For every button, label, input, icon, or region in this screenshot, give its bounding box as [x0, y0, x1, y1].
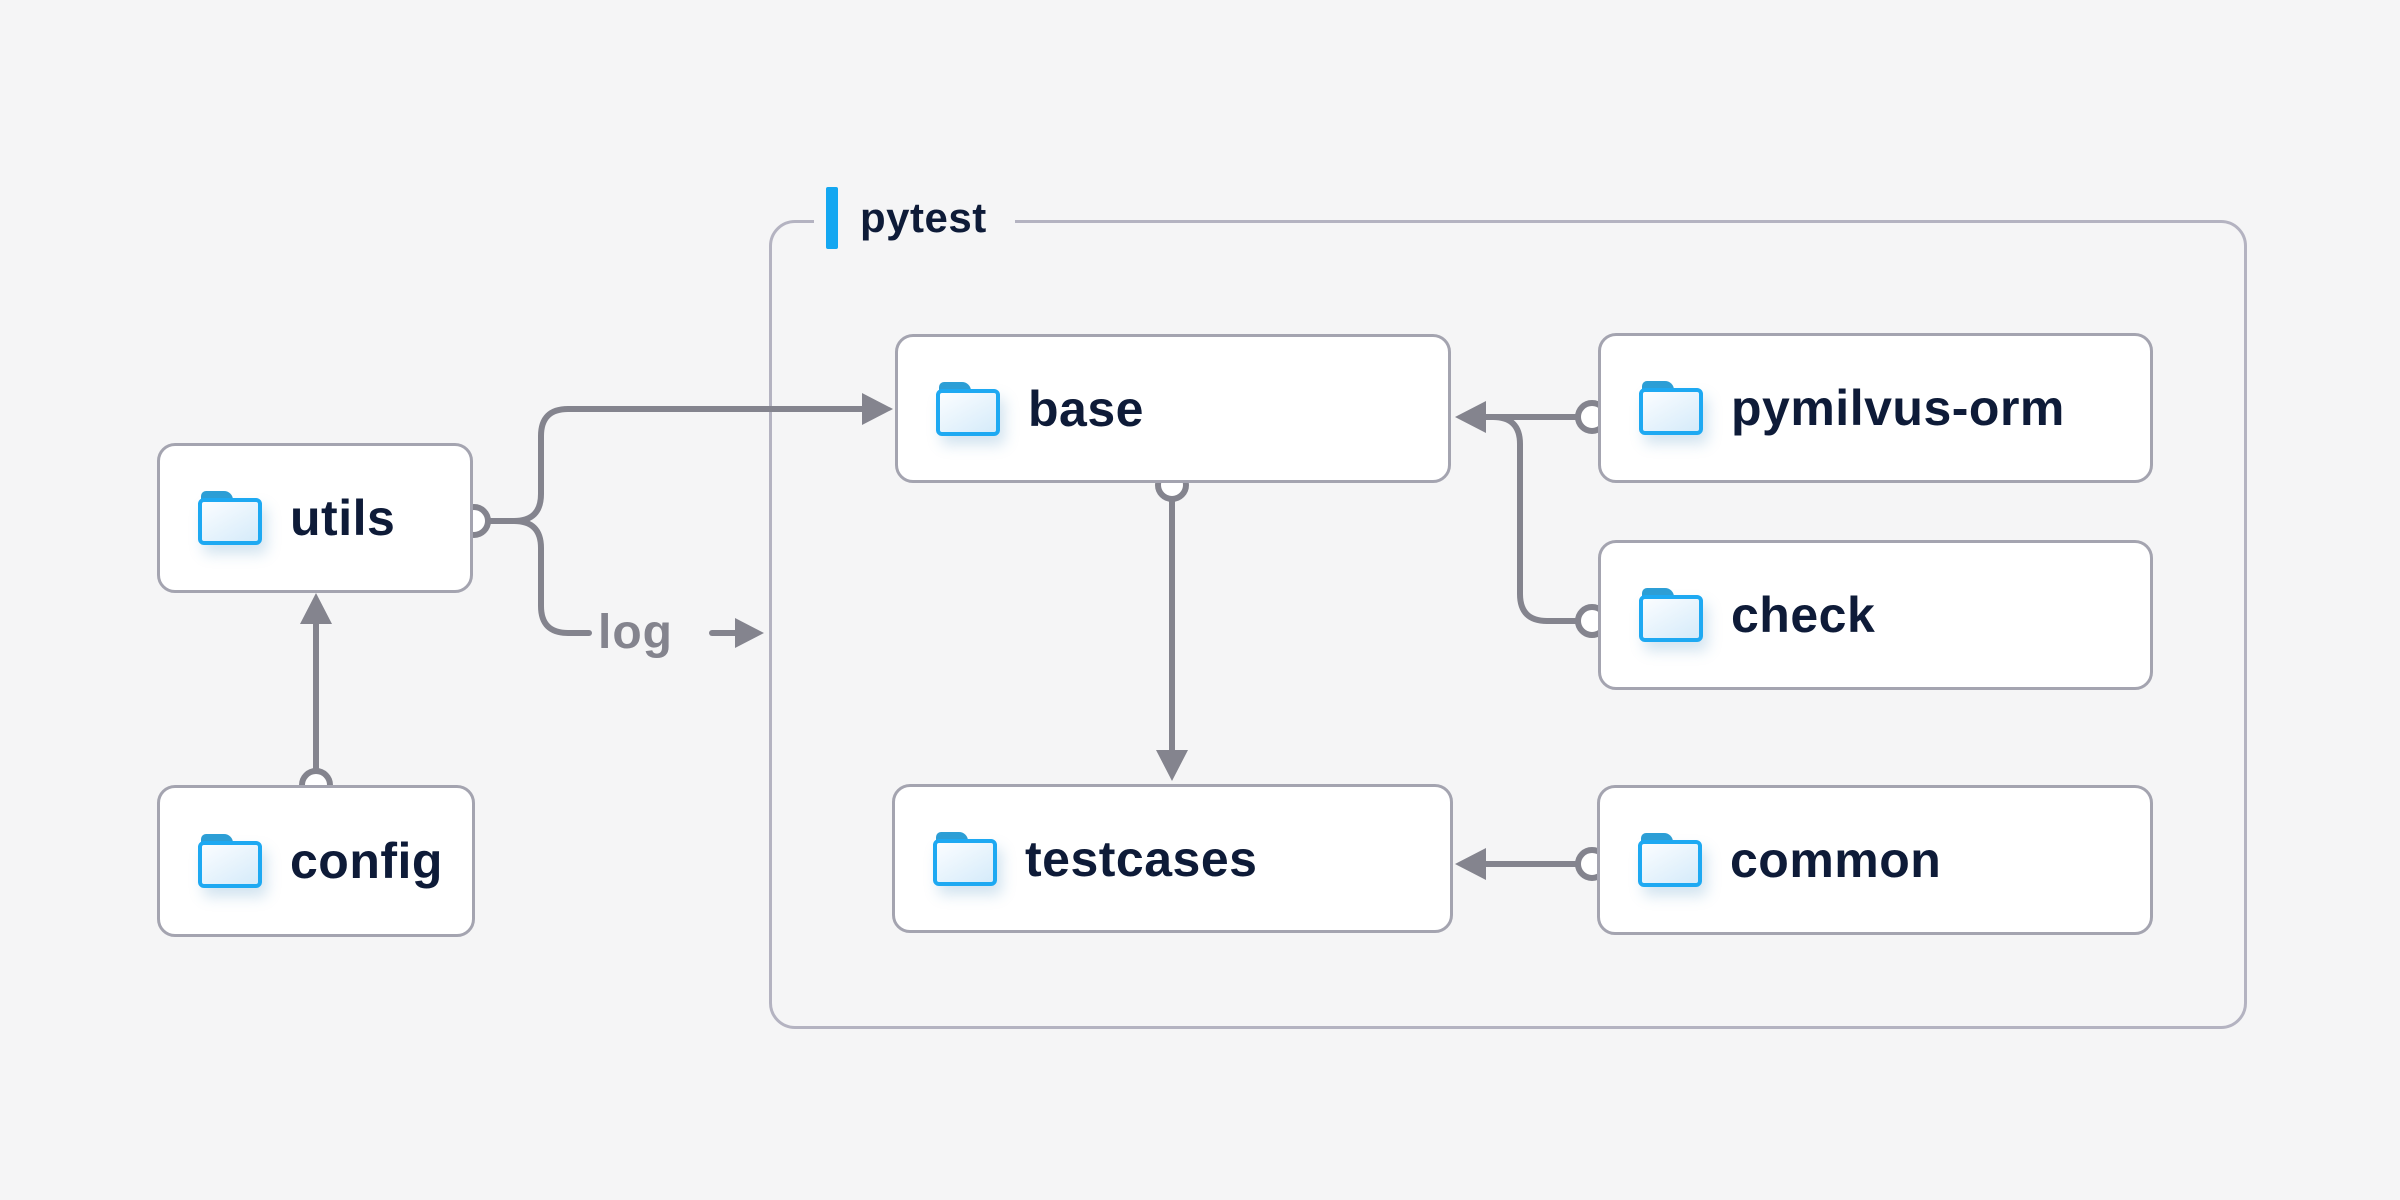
edge-base-to-testcases	[1155, 468, 1189, 781]
node-label: base	[1028, 380, 1144, 437]
edge-log-arrow	[709, 618, 764, 648]
node-label: utils	[290, 490, 396, 546]
node-label: common	[1730, 832, 1942, 888]
node-pymilvus-orm: pymilvus-orm	[1598, 333, 2153, 483]
edge-common-to-testcases	[1455, 847, 1609, 881]
folder-icon	[198, 491, 262, 545]
edge-label-log: log	[598, 606, 673, 659]
edge-utils-fork	[457, 393, 893, 636]
node-check: check	[1598, 540, 2153, 690]
node-common: common	[1597, 785, 2153, 935]
edge-check-to-base	[1475, 414, 1609, 638]
node-label: check	[1731, 587, 1876, 643]
folder-icon	[936, 381, 1000, 436]
node-config: config	[157, 785, 475, 937]
node-label: pymilvus-orm	[1731, 380, 2065, 436]
pytest-group-label: pytest	[814, 184, 1015, 252]
folder-icon	[1638, 833, 1702, 887]
folder-icon	[933, 831, 997, 886]
node-label: config	[290, 833, 443, 889]
node-label: testcases	[1025, 830, 1258, 887]
folder-icon	[1639, 588, 1703, 642]
pytest-group-frame	[769, 220, 2247, 1029]
node-testcases: testcases	[892, 784, 1453, 933]
node-base: base	[895, 334, 1451, 483]
group-label-accent-bar	[826, 187, 838, 249]
folder-icon	[1639, 381, 1703, 435]
folder-icon	[198, 834, 262, 888]
group-label-text: pytest	[860, 194, 987, 241]
node-utils: utils	[157, 443, 473, 593]
edge-config-to-utils	[299, 593, 333, 802]
